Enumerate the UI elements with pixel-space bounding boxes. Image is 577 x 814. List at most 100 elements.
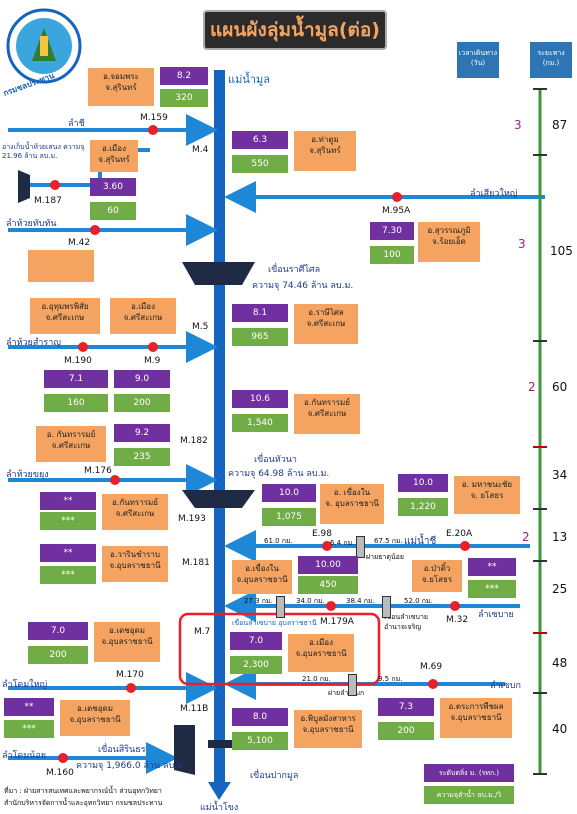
box-maha-chana-chai-name: อ. มหาชนะชัย จ. ยโสธร — [454, 476, 520, 514]
dist-13: 13 — [552, 530, 568, 544]
box-khueang-nai-m181-level: 10.00 — [298, 556, 358, 574]
distance-520: 52.0 กม. — [404, 597, 433, 605]
gate-sebok — [348, 674, 357, 696]
box-mueang-surin-name: อ.เมือง จ.สุรินทร์ — [90, 140, 138, 172]
dam-hua-na-name: เขื่อนหัวนา — [254, 455, 297, 465]
station-dot-e20a — [460, 541, 470, 551]
box-mueang-ubon-flow: 2,300 — [230, 656, 282, 674]
station-e98: E.98 — [312, 529, 332, 539]
time-105: 3 — [518, 237, 526, 251]
weir-sebai-a: เขื่อนลำเซบาย อุบลราชธานี — [232, 619, 317, 627]
gate-sebai-left — [276, 596, 285, 618]
station-m190: M.190 — [64, 356, 92, 366]
box-det-udom-m170-flow: *** — [4, 720, 54, 738]
box-det-udom-m170-level: ** — [4, 698, 54, 716]
distance-95: 9.5 กม. — [378, 675, 403, 683]
station-m5: M.5 — [192, 322, 209, 332]
box-det-udom-m7-level: 7.0 — [28, 622, 88, 640]
station-dot-m190 — [78, 342, 88, 352]
label-lam-se-bai: ลำเซบาย — [478, 610, 514, 620]
box-suwannaphum-level: 7.30 — [370, 222, 414, 240]
label-mun-river: แม่น้ำมูล — [228, 73, 271, 86]
box-warin-level: ** — [40, 544, 96, 562]
label-mae-nam-chi: แม่น้ำชี — [404, 536, 437, 547]
weir-sebai-b: เขื่อนลำเซบาย — [384, 613, 429, 621]
station-m7: M.7 — [194, 627, 211, 637]
box-uthumphon-name: อ.อุทุมพรพิสัย จ.ศรีสะเกษ — [30, 298, 100, 334]
dam-sirindhorn-name: เขื่อนสิรินธร — [98, 745, 146, 755]
weir-sebok: ฝายลำเซบก — [328, 689, 365, 697]
label-siao-yai: ลำเสียวใหญ่ — [470, 189, 518, 199]
distance-610: 61.0 กม. — [264, 537, 293, 545]
station-m11b: M.11B — [180, 704, 209, 714]
box-khueang-nai-e98-flow: 1,075 — [262, 508, 316, 526]
station-m42: M.42 — [68, 238, 91, 248]
station-m32: M.32 — [446, 615, 469, 625]
station-dot-m176 — [110, 475, 120, 485]
box-chomphra-name: อ.จอมพระ จ.สุรินทร์ — [88, 68, 154, 106]
dam-rasi-salai-name: เขื่อนราศีไศล — [268, 265, 321, 275]
main-river — [214, 70, 225, 790]
footer-source-1: ที่มา : ฝ่ายสารสนเทศและพยากรณ์น้ำ ส่วนอุ… — [4, 787, 162, 795]
rid-logo — [4, 6, 84, 86]
dam-pak-mun: เขื่อนปากมูล — [250, 771, 299, 781]
box-kanthararom-r-level: 10.6 — [232, 390, 288, 408]
box-m187-flow: 60 — [90, 202, 136, 220]
box-kanthararom-r-flow: 1,540 — [232, 414, 288, 432]
box-rasi-salai-flow: 965 — [232, 328, 288, 346]
box-warin-name: อ.วารินชำราบ จ.อุบลราชธานี — [102, 546, 168, 582]
box-rasi-salai-name: อ.ราษีไศล จ.ศรีสะเกษ — [294, 304, 358, 344]
box-trakan-level: 7.3 — [378, 698, 434, 716]
station-m95a: M.95A — [382, 206, 411, 216]
station-m9: M.9 — [144, 356, 161, 366]
header-distance: ระยะทาง (กม.) — [530, 42, 572, 78]
gate-sebai-right — [382, 596, 391, 618]
header-travel-time: เวลาเดินทาง (วัน) — [457, 42, 499, 78]
box-m9-level: 9.0 — [114, 370, 170, 388]
station-dot-m170 — [126, 683, 136, 693]
station-m187: M.187 — [34, 196, 62, 206]
box-trakan-flow: 200 — [378, 722, 434, 740]
page-title: แผนผังลุ่มน้ำมูล(ต่อ) — [205, 12, 385, 48]
station-m69: M.69 — [420, 662, 443, 672]
distance-384: 38.4 กม. — [346, 597, 375, 605]
legend-level: ระดับตลิ่ง ม. (รทก.) — [424, 764, 514, 782]
box-khueang-nai-e98-level: 10.0 — [262, 484, 316, 502]
distance-64: 6.4 กม. — [330, 539, 355, 547]
station-m4: M.4 — [192, 145, 209, 155]
box-phibun-name: อ.พิบูลมังสาหาร จ.อุบลราชธานี — [294, 710, 362, 748]
distance-273: 27.3 กม. — [244, 597, 273, 605]
box-det-udom-m7-name: อ.เดชอุดม จ.อุบลราชธานี — [94, 622, 160, 662]
distance-210: 21.0 กม. — [302, 675, 331, 683]
box-m9-flow: 200 — [114, 394, 170, 412]
box-khueang-nai-m181-name: อ.เขื่องใน จ.อุบลราชธานี — [232, 560, 292, 594]
station-m193: M.193 — [178, 514, 206, 524]
station-dot-m95a — [392, 192, 402, 202]
label-lam-se-bok: ลำเซบก — [490, 681, 521, 691]
box-huai-thap-than-name — [28, 250, 94, 282]
station-m176: M.176 — [84, 466, 112, 476]
station-m170: M.170 — [116, 670, 144, 680]
station-m179a: M.179A — [320, 617, 354, 627]
box-m190-level: 7.1 — [44, 370, 108, 388]
dist-105: 105 — [550, 244, 573, 258]
box-maha-chana-chai-level: 10.0 — [398, 474, 448, 492]
dist-40: 40 — [552, 722, 568, 736]
station-m182: M.182 — [180, 436, 208, 446]
label-reservoir: อ่างเก็บน้ำห้วยเสนง ความจุ 21.96 ล้าน ลบ… — [2, 143, 85, 160]
station-dot-e98 — [322, 541, 332, 551]
station-dot-m69 — [428, 679, 438, 689]
station-dot-m187 — [50, 180, 60, 190]
label-mae-nam-khong: แม่น้ำโขง — [200, 803, 239, 813]
time-13: 2 — [522, 530, 530, 544]
label-lam-dom-noi: ลำโดมน้อย — [2, 751, 47, 761]
station-dot-m160 — [58, 753, 68, 763]
dist-34: 34 — [552, 468, 568, 482]
station-dot-m159 — [148, 125, 158, 135]
station-dot-m179a — [326, 601, 336, 611]
box-suwannaphum-flow: 100 — [370, 246, 414, 264]
box-chomphra-flow: 320 — [160, 89, 208, 107]
box-mueang-sisaket-name: อ.เมือง จ.ศรีสะเกษ — [110, 298, 176, 334]
label-lam-dom-yai: ลำโดมใหญ่ — [2, 680, 48, 690]
dist-60: 60 — [552, 380, 568, 394]
